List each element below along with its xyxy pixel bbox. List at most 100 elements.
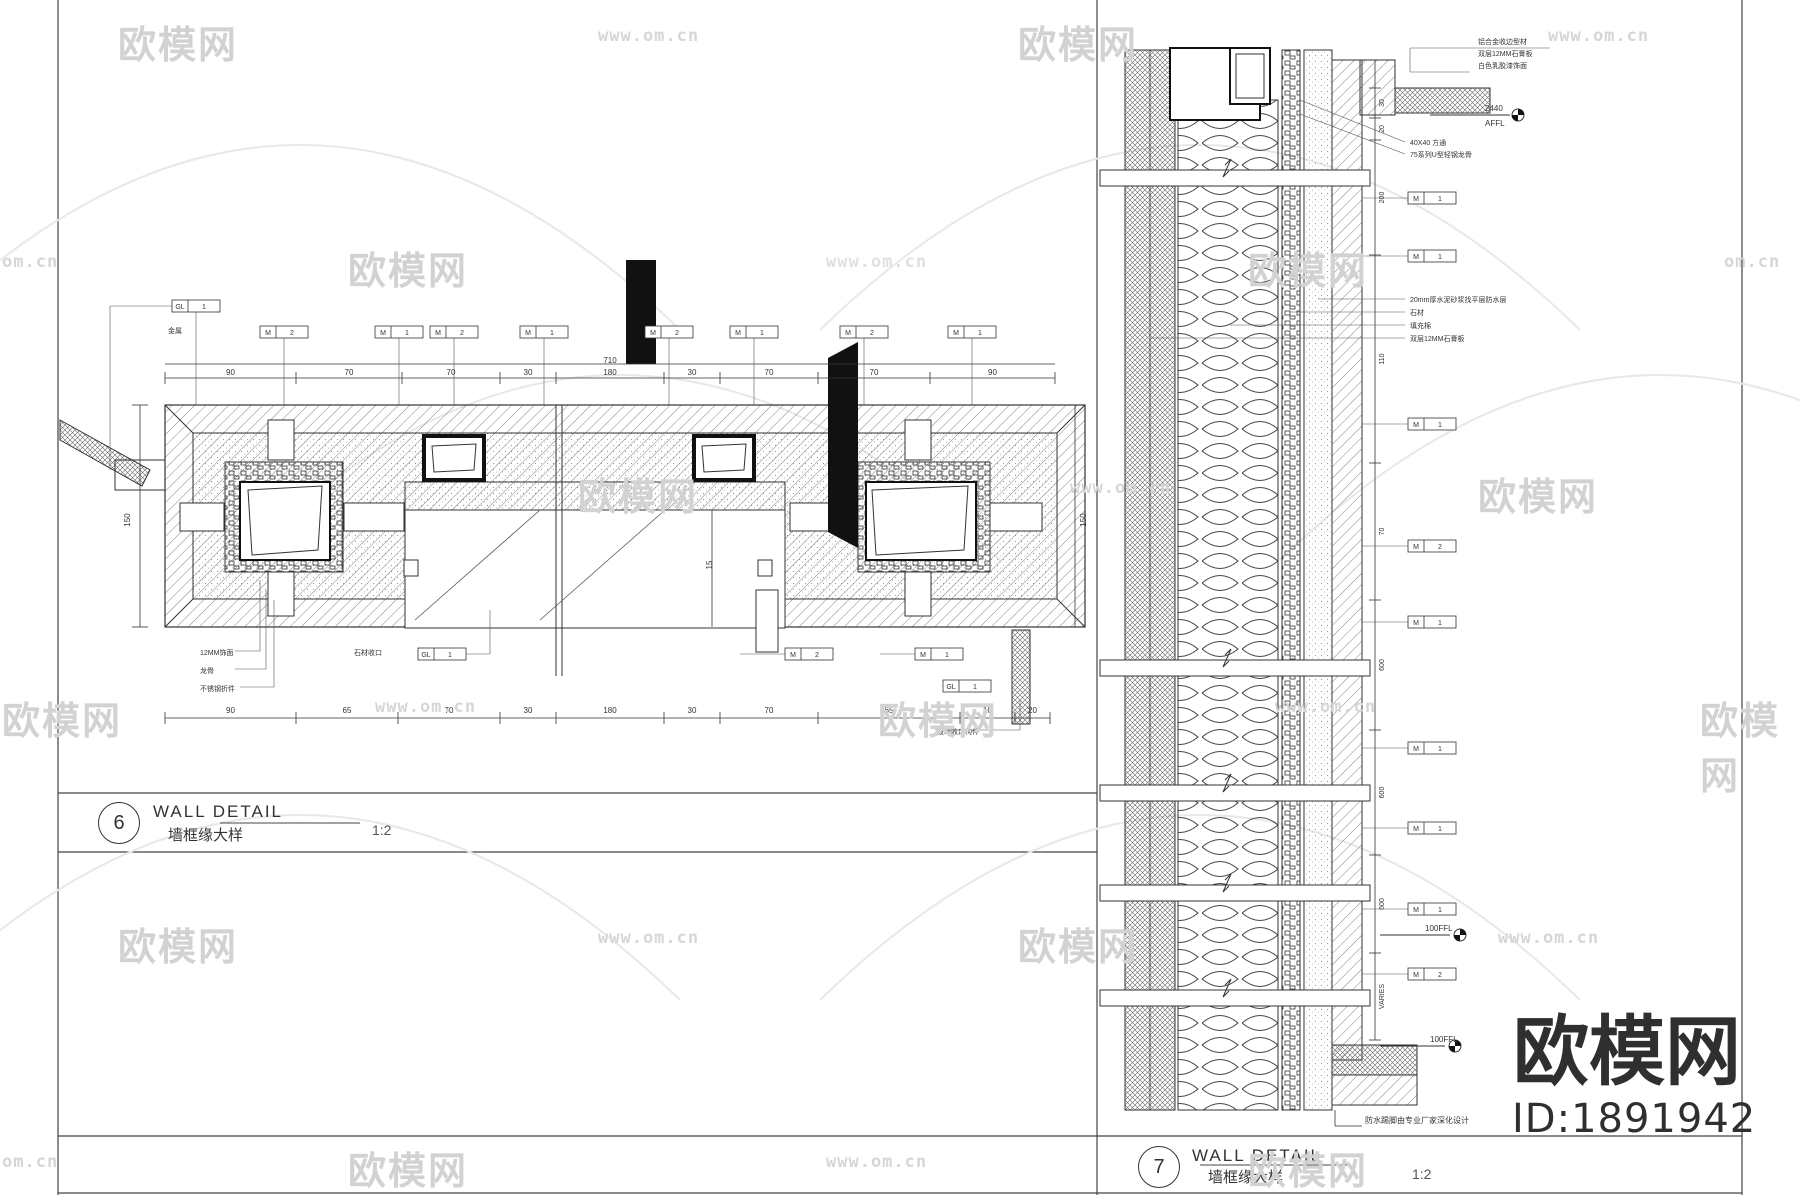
dim-label-top: 30 [688,368,697,377]
note-label: 不锈钢折件 [200,684,235,693]
tag-code: GL [421,652,430,659]
tag-code: M [735,330,741,337]
dim-label: 600 [1379,659,1386,671]
dim-side-right: 150 [1079,513,1088,527]
watermark-logo: 欧模网 [118,23,239,67]
dim-mid: 15 [705,560,714,569]
dim-label-top: 70 [345,368,354,377]
note-layer: 填充棉 [1410,321,1431,330]
dim-label-top: 70 [870,368,879,377]
black-post-diagonal [828,342,858,548]
tag-number: 2 [1438,972,1442,979]
dim-label: 200 [1379,192,1386,204]
dim-label-bottom: 180 [603,706,617,715]
dim-label: 20 [1379,125,1386,133]
material-tag: GL 1 [171,299,221,313]
tag-code: M [1413,196,1419,203]
watermark-logo: 欧模网 [348,249,469,293]
watermark-site: www.om.cn [1548,26,1650,46]
note-layer: 20mm厚水泥砂浆找平层防水层 [1410,295,1506,304]
dim-label: VARIES [1379,984,1386,1009]
dim-overall: 710 [603,356,617,365]
leader-line [1409,48,1470,73]
dim-label-top: 70 [765,368,774,377]
watermark-site: www.om.cn [598,26,700,46]
tag-number: 1 [550,330,554,337]
tag-box [942,679,992,693]
watermark-site: www.om.cn [826,1152,928,1172]
tag-number: 2 [870,330,874,337]
detail-6-title-en: WALL DETAIL [153,802,284,821]
detail-6-title-cn: 墙框缘大样 [168,827,244,844]
tag-code: M [1413,907,1419,914]
tag-number: 1 [1438,907,1442,914]
tag-number: 1 [1438,746,1442,753]
detail-6-number: 6 [98,802,140,844]
tag-number: 2 [815,652,819,659]
glass-unit-left [422,434,486,482]
leader-line [1299,113,1406,155]
tag-number: 1 [1438,196,1442,203]
dim-label-bottom: 30 [688,706,697,715]
tag-code: GL [175,304,184,311]
detail-7-title-cn: 墙框缘大样 [1208,1169,1284,1186]
leader-line [240,600,275,688]
level-marker-floor: 100FFL [1380,1035,1462,1053]
dim-label-bottom: 10 [983,706,992,715]
tag-code: M [1413,254,1419,261]
dim-label-bottom: 70 [445,706,454,715]
right-glass-panel [865,481,977,561]
tag-number: 1 [760,330,764,337]
tag-code: M [1413,544,1419,551]
watermark-site-cut: om.cn [2,1152,59,1172]
left-slanted-member [59,419,151,487]
watermark-site-cut: om.cn [2,252,59,272]
dim-label: 70 [1379,528,1386,536]
tag-number: 1 [1438,422,1442,429]
watermark-logo: 欧模网 [578,475,699,519]
dim-label-bottom: 30 [524,706,533,715]
dim-label-top: 180 [603,368,617,377]
center-void [404,509,786,629]
tag-code: M [953,330,959,337]
black-post-top [626,260,656,364]
level-marker-top: 2440 AFFL [1430,104,1525,128]
tag-code: M [525,330,531,337]
tag-number: 1 [405,330,409,337]
watermark-logo: 欧模网 [1018,925,1139,969]
horizontal-bands [1099,169,1371,1007]
dim-label: 30 [1379,99,1386,107]
tag-number: 1 [202,304,206,311]
tag-code: M [380,330,386,337]
watermark-logo: 欧模网 [1248,1149,1369,1193]
insulation-layer [1177,99,1279,1111]
level-100ffl-floor: 100FFL [1430,1035,1458,1044]
ceiling-board [1394,87,1491,114]
tag-number: 2 [290,330,294,337]
detail-7-scale: 1:2 [1412,1166,1432,1182]
watermark-site: www.om.cn [826,252,928,272]
watermark-site: www.om.cn [1275,697,1377,717]
